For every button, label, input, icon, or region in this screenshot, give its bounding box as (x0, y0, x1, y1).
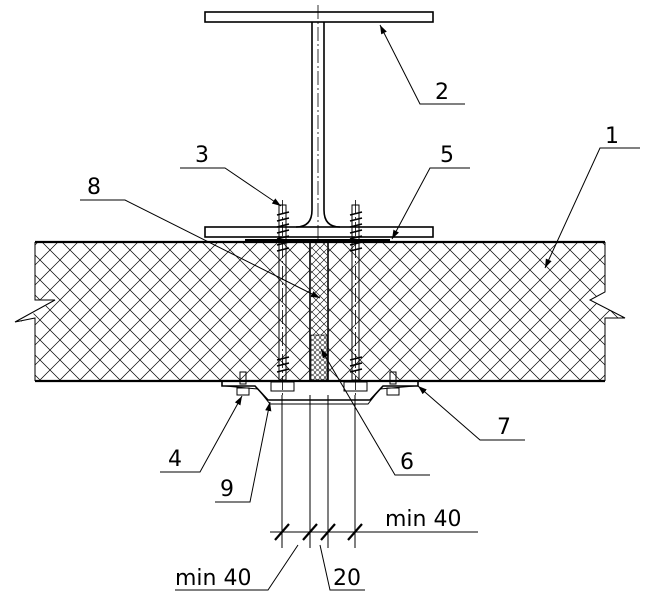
svg-text:1: 1 (605, 124, 619, 149)
sandwich-panel (14, 240, 626, 383)
callout-9: 9 (215, 401, 272, 503)
dimension-bottom-min40: min 40 (175, 566, 251, 591)
dimension-gap-20: 20 (333, 566, 361, 591)
self-drilling-screw-left (270, 200, 295, 395)
rivet-left (236, 371, 250, 396)
bottom-flashing (221, 381, 419, 405)
callout-6: 6 (320, 348, 430, 476)
callout-2: 2 (379, 24, 465, 105)
rivet-right (386, 371, 400, 396)
self-drilling-screw-right (343, 200, 368, 395)
svg-text:6: 6 (400, 450, 414, 475)
dimension-lines (175, 395, 478, 591)
svg-text:9: 9 (220, 477, 234, 502)
svg-text:3: 3 (195, 143, 209, 168)
callout-3: 3 (180, 143, 282, 207)
callout-4: 4 (160, 395, 243, 473)
mineral-wool-filler (311, 243, 327, 335)
svg-text:8: 8 (87, 175, 101, 200)
svg-text:2: 2 (435, 80, 449, 105)
svg-text:4: 4 (168, 447, 182, 472)
callout-8: 8 (80, 175, 321, 299)
svg-text:7: 7 (497, 415, 511, 440)
foam-sealant (310, 334, 328, 381)
callout-7: 7 (417, 385, 525, 441)
steel-i-beam (204, 5, 434, 240)
callout-5: 5 (391, 143, 470, 240)
callout-1: 1 (544, 124, 640, 269)
dimension-top-min40: min 40 (385, 507, 461, 532)
svg-text:5: 5 (440, 143, 454, 168)
